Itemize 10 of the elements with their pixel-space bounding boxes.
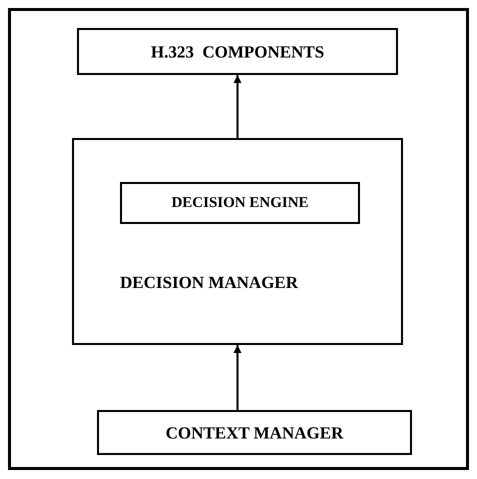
box-label: CONTEXT MANAGER	[164, 422, 344, 444]
box-label: DECISION ENGINE	[170, 194, 310, 213]
process-box	[120, 182, 360, 224]
arrow	[234, 345, 242, 410]
process-box	[97, 410, 412, 455]
process-box	[72, 138, 403, 345]
process-box	[77, 28, 398, 75]
arrow	[234, 75, 242, 138]
box-label: DECISION MANAGER	[120, 272, 298, 294]
box-label: H.323 COMPONENTS	[150, 40, 326, 63]
